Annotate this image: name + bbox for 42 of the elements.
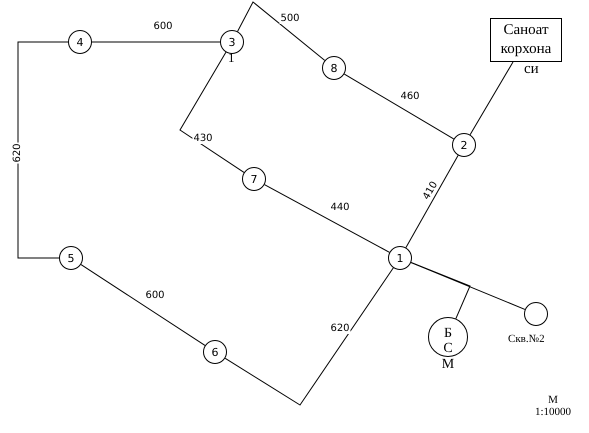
node-number: 4 — [76, 36, 84, 48]
edge-label: 430 — [192, 134, 214, 144]
pipe-line — [237, 1, 326, 61]
facility-box — [490, 18, 562, 62]
junction-circle — [242, 167, 266, 191]
junction-circle — [59, 246, 83, 270]
edge-label: 620 — [329, 324, 351, 334]
node-caption: Скв.№2 — [508, 334, 545, 345]
pipe-line — [80, 264, 206, 346]
edge-label: 460 — [399, 92, 421, 102]
node-caption: си — [524, 62, 539, 77]
node-number: 6 — [212, 346, 218, 358]
node-number: 7 — [250, 174, 258, 184]
pipe-line — [179, 52, 244, 173]
pipe-line — [264, 184, 390, 253]
junction-circle — [388, 246, 412, 270]
junction-circle — [68, 30, 92, 54]
edge-label: 440 — [329, 203, 351, 213]
pipe-line — [410, 262, 471, 320]
junction-circle — [322, 56, 346, 80]
edge-label: 600 — [152, 22, 174, 32]
pipe-line — [18, 42, 68, 258]
node-number: 3 — [228, 36, 236, 48]
pipe-line — [405, 154, 459, 248]
pipe-line — [470, 62, 514, 136]
node-number: 1 — [396, 252, 404, 264]
pipe-line — [344, 74, 454, 140]
edge-label: 500 — [279, 14, 301, 24]
pipe-line — [410, 262, 526, 310]
junction-circle — [220, 30, 244, 54]
node-number: 5 — [68, 252, 74, 264]
pipe-line — [224, 267, 394, 406]
junction-circle — [452, 133, 476, 157]
well-circle — [524, 302, 548, 326]
tank-label: Б С М — [441, 326, 455, 372]
node-number: 2 — [460, 140, 468, 150]
pipe-number: 1 — [228, 51, 234, 66]
edge-label: 600 — [144, 291, 166, 301]
junction-circle — [203, 340, 227, 364]
scale-note: М 1:10000 — [534, 394, 572, 418]
node-number: 8 — [330, 62, 338, 74]
edge-label: 620 — [13, 142, 23, 164]
